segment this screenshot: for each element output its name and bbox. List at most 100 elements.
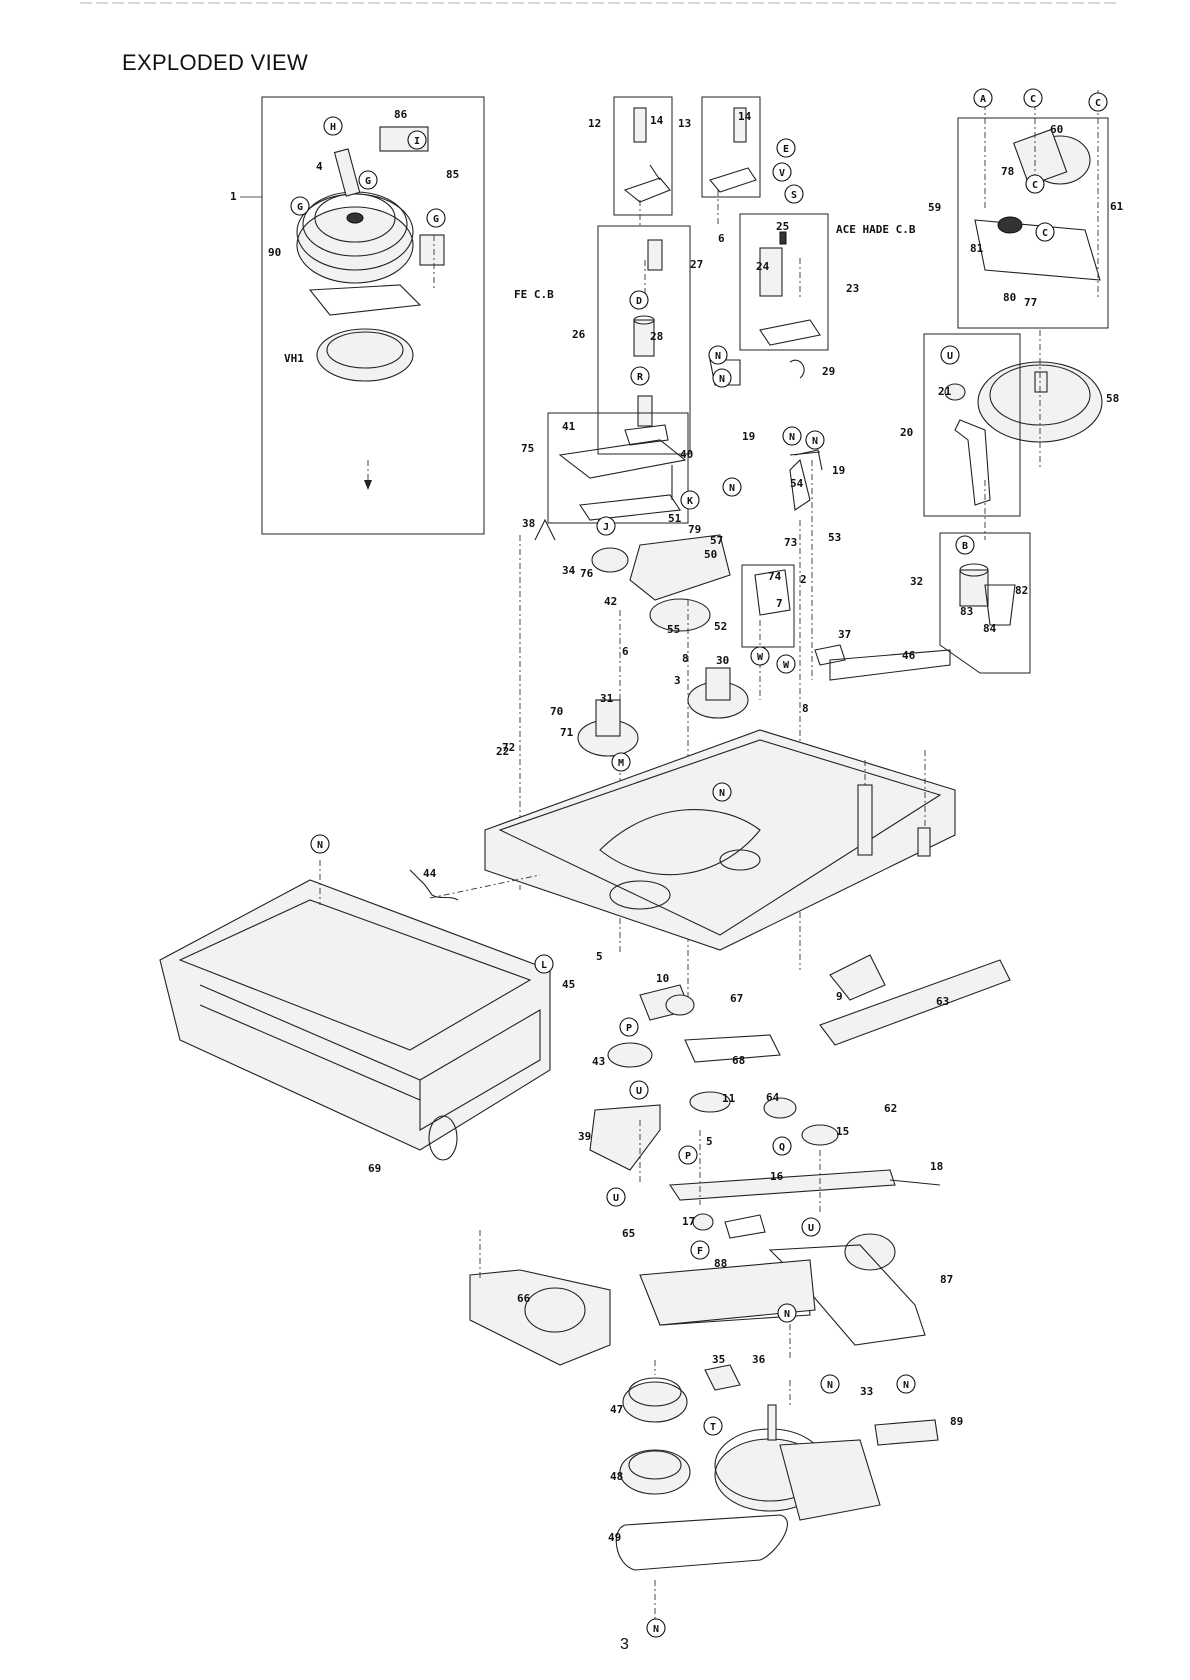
part-label: 69 xyxy=(368,1162,381,1175)
part-label: 11 xyxy=(722,1092,736,1105)
reference-marker: M xyxy=(611,752,631,772)
part-35 xyxy=(704,1364,741,1391)
svg-text:G: G xyxy=(297,202,303,213)
part-label: 61 xyxy=(1110,200,1124,213)
part-32-group xyxy=(939,532,1031,674)
svg-text:H: H xyxy=(330,122,336,133)
spring-44 xyxy=(409,869,459,901)
part-label: 47 xyxy=(610,1403,623,1416)
svg-text:U: U xyxy=(636,1086,642,1097)
part-label: 71 xyxy=(560,726,574,739)
svg-text:N: N xyxy=(827,1380,833,1391)
part-label: 77 xyxy=(1024,296,1037,309)
part-label: 33 xyxy=(860,1385,873,1398)
part-label: 39 xyxy=(578,1130,591,1143)
part-label: 89 xyxy=(950,1415,963,1428)
reference-marker: N xyxy=(712,782,732,802)
reference-marker: U xyxy=(940,345,960,365)
reference-marker: G xyxy=(358,170,378,190)
svg-text:F: F xyxy=(697,1246,703,1257)
svg-text:J: J xyxy=(603,522,609,533)
svg-text:B: B xyxy=(962,541,968,552)
ace-head-cb-group xyxy=(739,213,829,379)
part-label: 84 xyxy=(983,622,997,635)
part-label: 40 xyxy=(680,448,693,461)
part-label: 49 xyxy=(608,1531,621,1544)
reference-marker: G xyxy=(290,196,310,216)
part-label: 21 xyxy=(938,385,952,398)
cassette-housing-70 xyxy=(159,860,551,1161)
reference-marker: C xyxy=(1088,92,1108,112)
part-label: 86 xyxy=(394,108,408,121)
reference-marker: I xyxy=(407,130,427,150)
part-label: 82 xyxy=(1015,584,1028,597)
part-label: 15 xyxy=(836,1125,849,1138)
part-label: 19 xyxy=(832,464,845,477)
part-label: 35 xyxy=(712,1353,725,1366)
part-label: 1 xyxy=(230,190,237,203)
gear-58 xyxy=(977,330,1103,470)
reference-marker: Q xyxy=(772,1136,792,1156)
part-label: 16 xyxy=(770,1170,784,1183)
reference-marker: A xyxy=(973,88,993,108)
drum-assembly-group xyxy=(240,96,485,535)
part-label: 38 xyxy=(522,517,535,530)
part-label: 65 xyxy=(622,1227,635,1240)
part-label: 43 xyxy=(592,1055,605,1068)
part-label: 83 xyxy=(960,605,973,618)
reference-marker: N xyxy=(708,345,728,365)
part-label: 88 xyxy=(714,1257,727,1270)
drum-assembly-box xyxy=(261,96,485,535)
reel-31 xyxy=(577,699,639,757)
reference-marker: U xyxy=(801,1217,821,1237)
svg-text:K: K xyxy=(687,496,693,507)
part-label: 79 xyxy=(688,523,701,536)
part-label: 9 xyxy=(836,990,843,1003)
reference-marker: H xyxy=(323,116,343,136)
svg-text:N: N xyxy=(729,483,735,494)
reference-marker: T xyxy=(703,1416,723,1436)
svg-text:P: P xyxy=(626,1023,632,1034)
reference-marker: G xyxy=(426,208,446,228)
part-label: 55 xyxy=(667,623,680,636)
part-label: 57 xyxy=(710,534,723,547)
reference-marker: N xyxy=(896,1374,916,1394)
part-label: 50 xyxy=(704,548,717,561)
reference-marker: U xyxy=(629,1080,649,1100)
part-label: 42 xyxy=(604,595,617,608)
svg-text:W: W xyxy=(757,652,764,663)
part-label: 36 xyxy=(752,1353,766,1366)
reference-marker: N xyxy=(712,368,732,388)
svg-text:G: G xyxy=(365,176,371,187)
svg-text:D: D xyxy=(636,296,642,307)
reference-marker: B xyxy=(955,535,975,555)
ace-head-cb-label: ACE HADE C.B xyxy=(836,223,916,236)
svg-text:C: C xyxy=(1032,180,1038,191)
part-label: 72 xyxy=(502,741,515,754)
part-label: 6 xyxy=(718,232,725,245)
part-label: 52 xyxy=(714,620,727,633)
arm-assembly-group xyxy=(613,96,761,225)
part-label: 31 xyxy=(600,692,614,705)
svg-text:L: L xyxy=(541,960,547,971)
svg-text:M: M xyxy=(618,758,624,769)
part-label: 45 xyxy=(562,978,575,991)
reference-marker: F xyxy=(690,1240,710,1260)
reference-marker: N xyxy=(777,1303,797,1323)
part-label: VH1 xyxy=(284,352,304,365)
main-chassis xyxy=(484,729,956,951)
part-label: 51 xyxy=(668,512,682,525)
reference-marker: V xyxy=(772,162,792,182)
reference-marker: C xyxy=(1035,222,1055,242)
svg-text:I: I xyxy=(414,136,420,147)
reference-marker: N xyxy=(310,834,330,854)
part-label: 63 xyxy=(936,995,949,1008)
part-label: 76 xyxy=(580,567,594,580)
part-label: 59 xyxy=(928,201,941,214)
part-label: 29 xyxy=(822,365,835,378)
reference-marker: N xyxy=(782,426,802,446)
reference-marker: R xyxy=(630,366,650,386)
part-label: 60 xyxy=(1050,123,1063,136)
fe-cb-group xyxy=(597,225,691,455)
part-label: 58 xyxy=(1106,392,1119,405)
